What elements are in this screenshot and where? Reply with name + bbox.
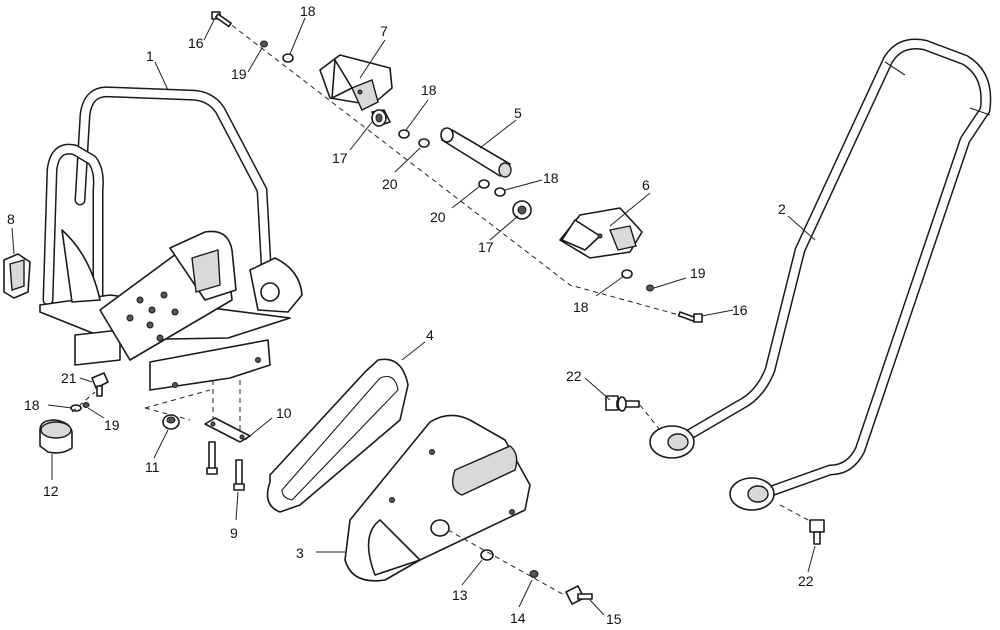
washer-part-18-right	[621, 269, 633, 279]
callout-10: 10	[276, 405, 292, 421]
callout-15: 15	[606, 611, 622, 627]
callout-20-b: 20	[430, 209, 446, 225]
washer-part-19-left	[82, 402, 90, 408]
bracket-part-6	[559, 207, 643, 259]
callout-22-upper: 22	[566, 368, 582, 384]
callout-18-d: 18	[573, 299, 589, 315]
callout-2: 2	[778, 201, 786, 217]
bracket-part-7	[319, 54, 393, 111]
callout-14: 14	[510, 610, 526, 626]
callout-13: 13	[452, 587, 468, 603]
washer-part-14	[529, 570, 539, 578]
bolt-part-9	[206, 441, 245, 491]
bolt-part-16-upper	[211, 11, 232, 28]
plate-part-10	[204, 417, 251, 443]
callout-16-upper: 16	[188, 35, 204, 51]
bolt-part-15	[565, 585, 593, 605]
callout-19-b: 19	[690, 265, 706, 281]
callout-17-lower: 17	[478, 239, 494, 255]
washer-part-19-upper	[260, 40, 268, 48]
base-frame-part-1	[39, 86, 303, 421]
callout-19-c: 19	[104, 417, 120, 433]
washer-part-18-mid-upper	[398, 129, 410, 139]
washer-part-18-mid-lower	[494, 187, 506, 197]
nut-part-11	[162, 414, 180, 430]
callout-18-e: 18	[24, 397, 40, 413]
callout-9: 9	[230, 525, 238, 541]
bolt-part-22-upper	[605, 395, 640, 412]
callout-5: 5	[514, 105, 522, 121]
belt-part-4	[266, 358, 409, 513]
callout-18-a: 18	[300, 3, 316, 19]
callout-6: 6	[642, 177, 650, 193]
bolt-part-16-lower	[677, 311, 703, 323]
callout-8: 8	[7, 211, 15, 227]
washer-part-18-upper	[282, 53, 294, 63]
bumper-part-8	[3, 253, 31, 299]
callout-18-c: 18	[543, 170, 559, 186]
bolt-part-21	[91, 372, 109, 397]
foot-part-12	[39, 419, 73, 454]
bolt-part-22-lower	[809, 519, 825, 545]
belt-guard-part-3	[344, 414, 531, 582]
callout-7: 7	[380, 23, 388, 39]
washer-part-13	[480, 549, 494, 561]
callout-21: 21	[61, 370, 77, 386]
callout-17-upper: 17	[332, 150, 348, 166]
callout-3: 3	[296, 545, 304, 561]
callout-1: 1	[146, 48, 154, 64]
leader-lines	[11, 17, 816, 616]
callout-16-lower: 16	[732, 302, 748, 318]
bushing-part-17-upper	[371, 109, 391, 127]
bushing-part-17-lower	[512, 200, 532, 220]
shaft-part-5	[440, 127, 512, 178]
callout-20-a: 20	[382, 176, 398, 192]
callout-4: 4	[426, 327, 434, 343]
callout-labels: 1 2 3 4 5 6 7 8 9 10 11 12 13 14 15 16 1…	[7, 3, 814, 627]
callout-12: 12	[43, 483, 59, 499]
nut-part-20-upper	[418, 138, 430, 148]
callout-19-a: 19	[231, 66, 247, 82]
nut-part-20-lower	[478, 179, 490, 189]
callout-18-b: 18	[421, 82, 437, 98]
callout-11: 11	[145, 459, 160, 475]
callout-22-lower: 22	[798, 573, 814, 589]
handle-part-2	[649, 38, 992, 511]
washer-part-19-right	[646, 284, 654, 292]
